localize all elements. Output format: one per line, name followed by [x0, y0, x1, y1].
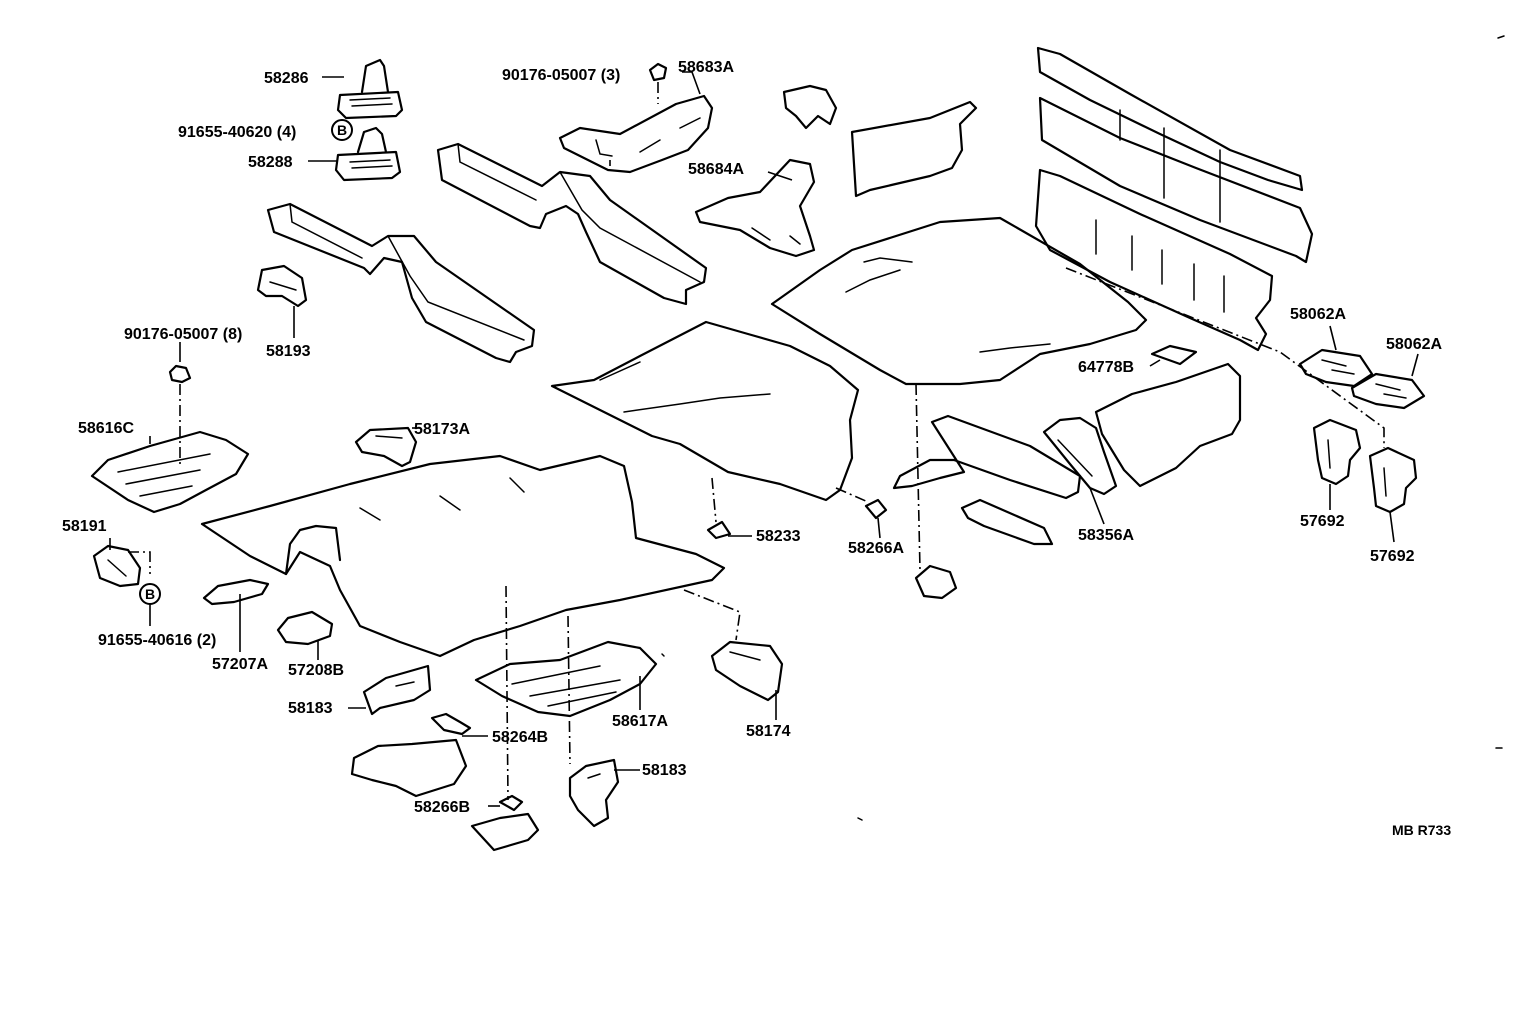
part-center-tunnel-rear: [266, 202, 536, 364]
label-91655-40620: 91655-40620 (4): [178, 124, 296, 141]
part-58286-shift-boot: [336, 58, 404, 120]
part-64778B-plate: [1150, 344, 1198, 366]
part-58174-bracket: [710, 640, 784, 702]
part-center-tunnel-front: [436, 142, 708, 306]
part-center-floor-pan: [550, 320, 860, 502]
part-58062A-bracket-2: [1350, 372, 1426, 410]
label-58174: 58174: [746, 723, 791, 740]
part-58183-plate-right: [568, 758, 620, 828]
part-58233-clip: [706, 520, 732, 540]
part-57692-bracket-2: [1368, 446, 1418, 514]
part-58266B-clip: [498, 794, 524, 812]
label-57692-second: 57692: [1370, 548, 1415, 565]
part-front-floor-pan-main: [200, 454, 726, 658]
label-58684A: 58684A: [688, 161, 744, 178]
label-58266A: 58266A: [848, 540, 904, 557]
label-58356A: 58356A: [1078, 527, 1134, 544]
label-57692-first: 57692: [1300, 513, 1345, 530]
part-58183-plate-left: [362, 664, 432, 716]
part-rear-side-panel: [1094, 362, 1242, 488]
part-58173A-bracket: [354, 426, 418, 468]
part-58266A-clip-lower: [914, 564, 958, 600]
label-58266B: 58266B: [414, 799, 470, 816]
part-57208B-bracket: [276, 610, 334, 646]
nut-90176-05007-left: [168, 364, 192, 384]
part-rear-panel-upper: [1036, 46, 1314, 264]
part-57207A-bracket: [202, 578, 270, 606]
label-57208B: 57208B: [288, 662, 344, 679]
part-58616C-floor-side: [90, 430, 250, 514]
label-58683A: 58683A: [678, 59, 734, 76]
part-floor-reinforcement-lower-left: [350, 738, 468, 798]
label-90176-05007-left: 90176-05007 (8): [124, 326, 242, 343]
part-rear-rail-lower: [960, 498, 1054, 546]
label-58191: 58191: [62, 518, 107, 535]
bolt-symbol-b-top: B: [331, 119, 353, 141]
part-small-clip-top: [782, 84, 838, 130]
label-58288: 58288: [248, 154, 293, 171]
label-64778B: 64778B: [1078, 359, 1134, 376]
scan-marks: [661, 35, 1505, 821]
bolt-symbol-b-left-text: B: [145, 586, 155, 602]
nut-90176-05007-top: [648, 62, 668, 82]
leader-lines: [109, 71, 1419, 807]
part-rear-crossmember: [1034, 168, 1274, 352]
part-58062A-bracket-1: [1298, 348, 1374, 388]
label-58173A: 58173A: [414, 421, 470, 438]
label-58183-left: 58183: [288, 700, 333, 717]
label-58193: 58193: [266, 343, 311, 360]
part-58288-shift-boot: [334, 126, 402, 182]
bolt-symbol-b-top-text: B: [337, 122, 347, 138]
label-58233: 58233: [756, 528, 801, 545]
alignment-lines: [128, 82, 1385, 801]
label-90176-05007-top: 90176-05007 (3): [502, 67, 620, 84]
label-58617A: 58617A: [612, 713, 668, 730]
part-58193-bracket: [256, 264, 308, 308]
part-58684A-bracket: [694, 158, 816, 258]
label-57207A: 57207A: [212, 656, 268, 673]
part-58266A-clip: [864, 498, 888, 520]
part-rear-crossmember-lower: [892, 414, 1082, 500]
diagram-code: MB R733: [1392, 822, 1451, 838]
part-58264B-bracket: [430, 712, 472, 736]
part-58191-reinforcement: [92, 544, 142, 588]
part-lower-left-bracket: [470, 812, 540, 852]
part-rear-floor-pan: [770, 216, 1148, 386]
part-labels: 58286 91655-40620 (4) 58288 90176-05007 …: [62, 59, 1442, 816]
part-58683A-bracket: [558, 94, 714, 174]
part-58617A-floor-side: [474, 640, 658, 718]
label-58264B: 58264B: [492, 729, 548, 746]
label-58062A-first: 58062A: [1290, 306, 1346, 323]
label-58183-right: 58183: [642, 762, 687, 779]
bolt-symbol-b-left: B: [139, 583, 161, 605]
label-58616C: 58616C: [78, 420, 134, 437]
label-58062A-second: 58062A: [1386, 336, 1442, 353]
label-58286: 58286: [264, 70, 309, 87]
label-91655-40616: 91655-40616 (2): [98, 632, 216, 649]
part-57692-bracket-1: [1312, 418, 1362, 486]
part-rear-wheelhouse-panel: [850, 100, 978, 198]
